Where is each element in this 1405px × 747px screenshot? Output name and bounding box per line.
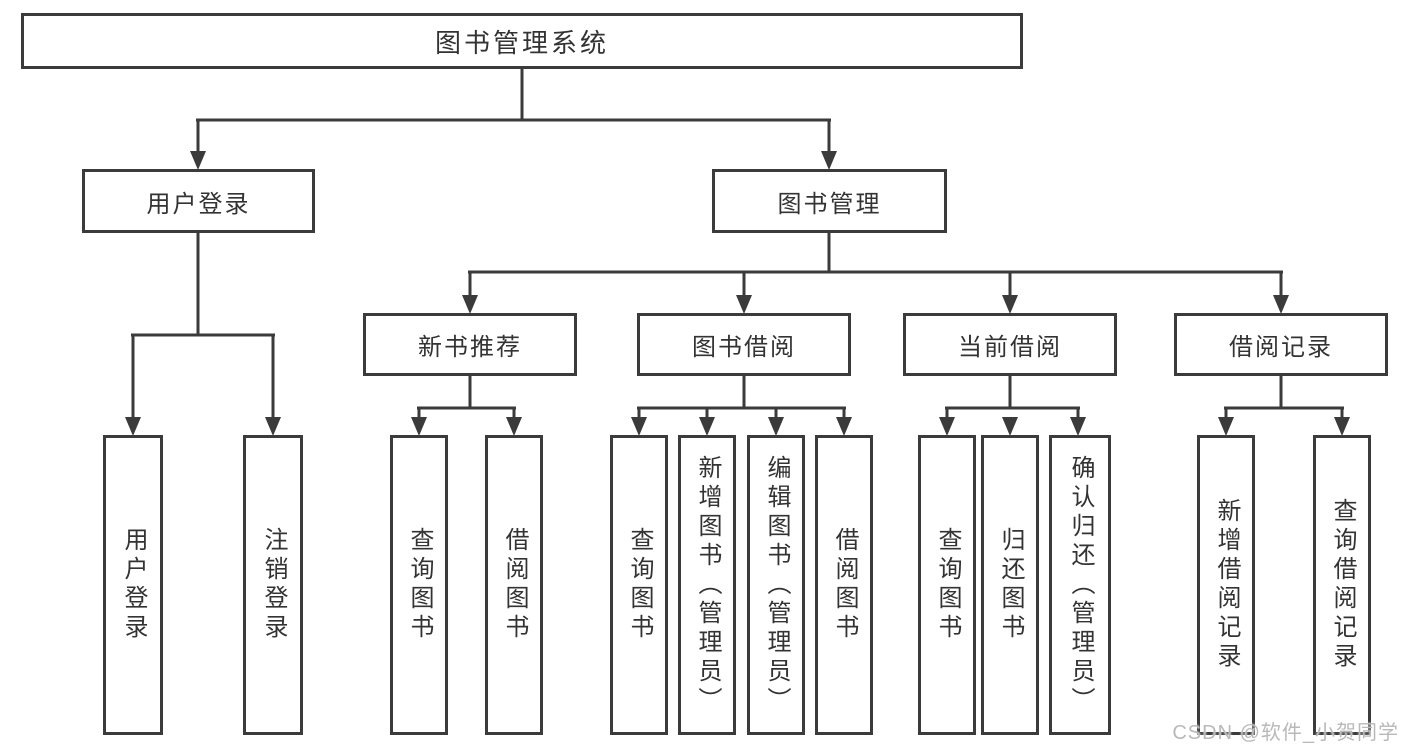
leaf-label: 借阅图书	[501, 527, 528, 643]
leaf-label: 确认归还（管理员）	[1067, 454, 1094, 716]
leaf-label: 编辑图书（管理员）	[763, 454, 790, 716]
leaf-query-books: 查询图书	[610, 435, 668, 735]
leaf-edit-book-admin: 编辑图书（管理员）	[747, 435, 805, 735]
leaf-query-books: 查询图书	[390, 435, 448, 735]
leaf-confirm-return-admin: 确认归还（管理员）	[1049, 435, 1111, 735]
leaf-label: 用户登录	[120, 527, 147, 643]
leaf-label: 查询图书	[406, 527, 433, 643]
node-label: 图书管理	[777, 190, 882, 218]
leaf-borrow-books: 借阅图书	[815, 435, 873, 735]
leaf-label: 借阅图书	[831, 527, 858, 643]
node-book-management: 图书管理	[712, 169, 947, 233]
leaf-label: 新增图书（管理员）	[694, 454, 721, 716]
watermark: CSDN @软件_小贺同学	[1172, 722, 1399, 744]
node-new-book-recommend: 新书推荐	[363, 313, 577, 376]
node-label: 图书借阅	[692, 334, 796, 361]
leaf-user-login: 用户登录	[103, 435, 163, 735]
node-label: 新书推荐	[418, 334, 522, 361]
leaf-label: 注销登录	[260, 527, 287, 643]
leaf-add-book-admin: 新增图书（管理员）	[678, 435, 736, 735]
node-label: 当前借阅	[958, 334, 1062, 361]
leaf-query-borrow-record: 查询借阅记录	[1313, 435, 1371, 735]
leaf-borrow-books: 借阅图书	[485, 435, 543, 735]
leaf-label: 查询借阅记录	[1329, 498, 1356, 672]
node-label: 借阅记录	[1229, 334, 1333, 361]
node-borrowing-records: 借阅记录	[1174, 313, 1388, 376]
leaf-query-books: 查询图书	[918, 435, 976, 735]
node-label: 图书管理系统	[434, 27, 609, 58]
leaf-label: 查询图书	[934, 527, 961, 643]
node-label: 用户登录	[146, 190, 251, 218]
leaf-label: 归还图书	[997, 527, 1024, 643]
leaf-logout-login: 注销登录	[243, 435, 303, 735]
leaf-return-books: 归还图书	[981, 435, 1039, 735]
node-current-borrowing: 当前借阅	[903, 313, 1117, 376]
node-user-login: 用户登录	[82, 169, 315, 233]
node-library-management-system: 图书管理系统	[21, 13, 1023, 69]
leaf-label: 查询图书	[626, 527, 653, 643]
leaf-label: 新增借阅记录	[1213, 498, 1240, 672]
leaf-add-borrow-record: 新增借阅记录	[1197, 435, 1255, 735]
node-book-borrowing: 图书借阅	[637, 313, 851, 376]
